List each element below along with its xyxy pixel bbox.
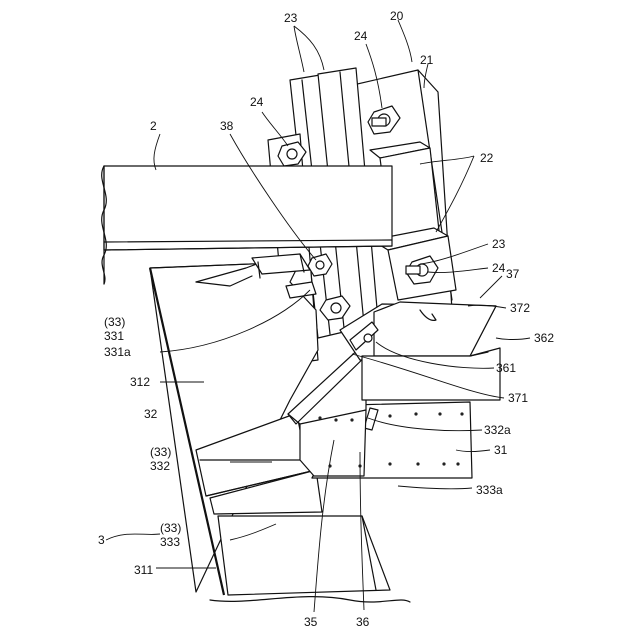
label-33-b: (33) bbox=[150, 445, 171, 459]
label-23-top: 23 bbox=[284, 11, 298, 25]
label-35: 35 bbox=[304, 615, 318, 629]
label-24-mid: 24 bbox=[492, 261, 506, 275]
label-332a: 332a bbox=[484, 423, 511, 437]
label-38: 38 bbox=[220, 119, 234, 133]
label-2: 2 bbox=[150, 119, 157, 133]
label-331a: 331a bbox=[104, 345, 131, 359]
label-24-top: 24 bbox=[354, 29, 368, 43]
plates-37 bbox=[340, 302, 500, 400]
label-312: 312 bbox=[130, 375, 150, 389]
label-36: 36 bbox=[356, 615, 370, 629]
label-24-left: 24 bbox=[250, 95, 264, 109]
label-361: 361 bbox=[496, 361, 516, 375]
label-32: 32 bbox=[144, 407, 158, 421]
bottom-break-line bbox=[210, 597, 410, 602]
label-37: 37 bbox=[506, 267, 520, 281]
label-332: 332 bbox=[150, 459, 170, 473]
label-22: 22 bbox=[480, 151, 494, 165]
label-331: 331 bbox=[104, 329, 124, 343]
label-23-mid: 23 bbox=[492, 237, 506, 251]
label-3: 3 bbox=[98, 533, 105, 547]
label-333a: 333a bbox=[476, 483, 503, 497]
label-333: 333 bbox=[160, 535, 180, 549]
label-371: 371 bbox=[508, 391, 528, 405]
label-362: 362 bbox=[534, 331, 554, 345]
label-33-a: (33) bbox=[104, 315, 125, 329]
label-21: 21 bbox=[420, 53, 434, 67]
label-33-c: (33) bbox=[160, 521, 181, 535]
label-31: 31 bbox=[494, 443, 508, 457]
label-372: 372 bbox=[510, 301, 530, 315]
label-20: 20 bbox=[390, 9, 404, 23]
label-311: 311 bbox=[134, 563, 153, 577]
